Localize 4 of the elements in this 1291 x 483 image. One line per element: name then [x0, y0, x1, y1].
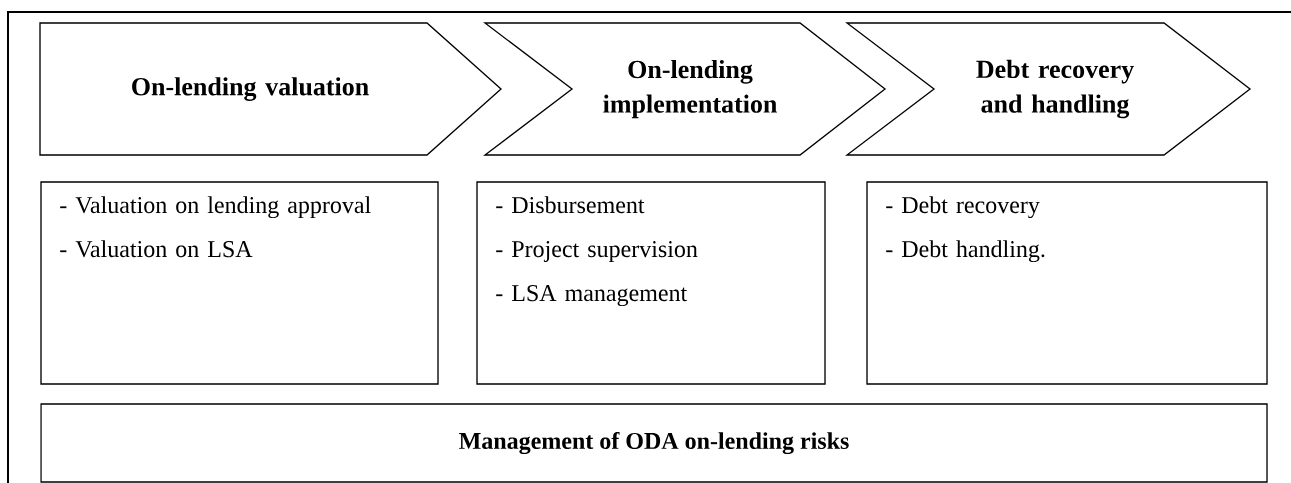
list-box: - Debt recovery - Debt handling.: [866, 181, 1268, 385]
title-box: Management of ODA on-lending risks: [40, 403, 1268, 483]
list-box: - Disbursement - Project supervision - LSA management: [476, 181, 826, 385]
list-box: - Valuation on lending approval - Valuation on LSA: [40, 181, 439, 385]
